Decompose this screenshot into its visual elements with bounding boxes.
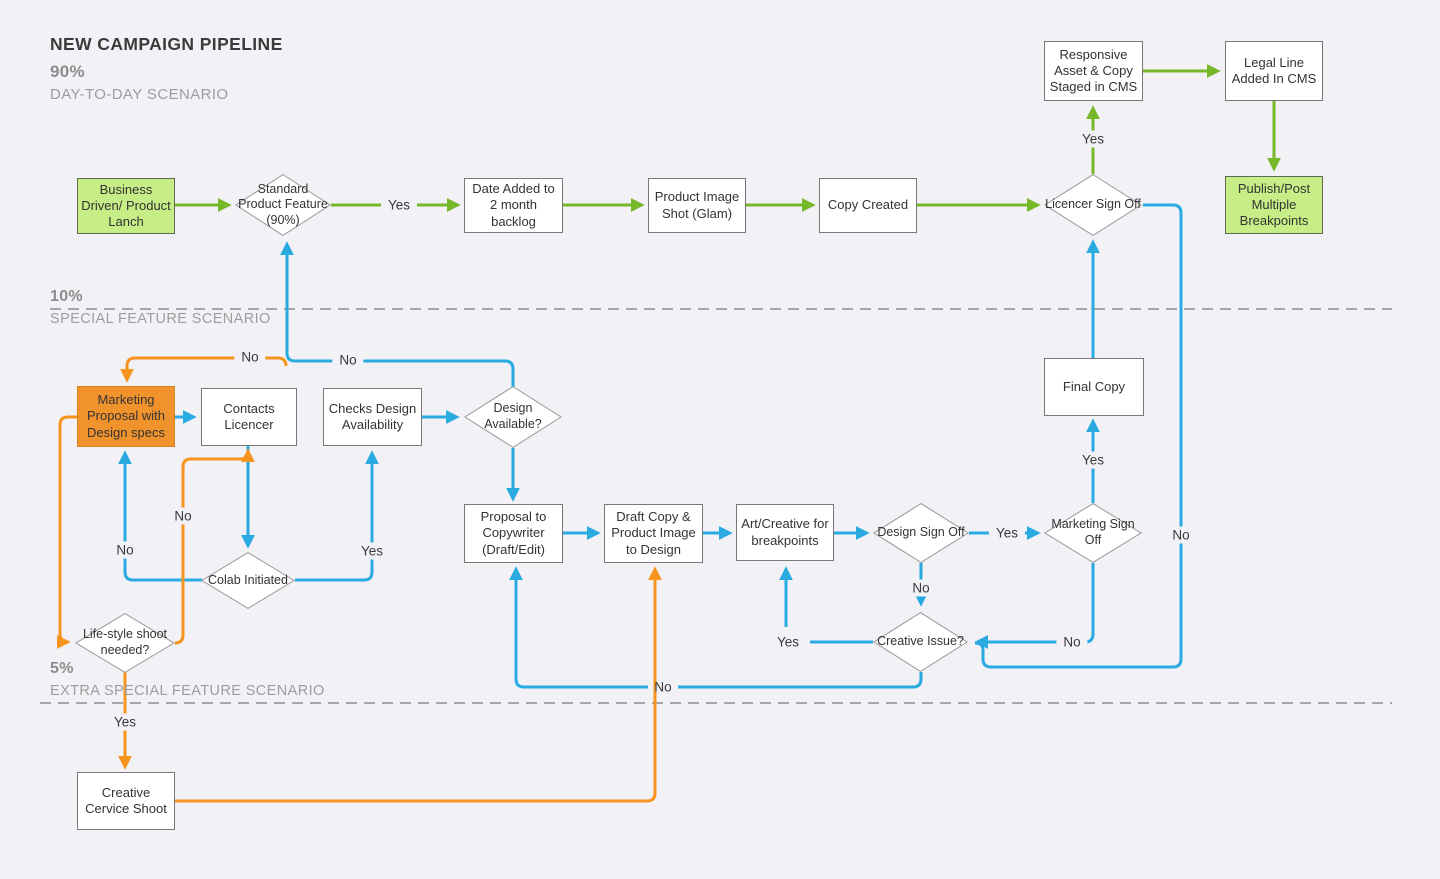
- edge-colab-no-to-marketingproposal: [118, 450, 202, 582]
- node-label: Responsive Asset & Copy Staged in CMS: [1049, 46, 1138, 95]
- edge-label-lifestyle-no: No: [167, 507, 199, 525]
- node-label: Final Copy: [1062, 378, 1126, 394]
- edge-label-marketing-signoff-no: No: [1056, 633, 1088, 651]
- edge-label-standard-yes: Yes: [380, 196, 418, 214]
- node-label: Draft Copy & Product Image to Design: [611, 509, 696, 557]
- diagram-title: NEW CAMPAIGN PIPELINE: [50, 34, 283, 54]
- header: NEW CAMPAIGN PIPELINE 90% DAY-TO-DAY SCE…: [50, 34, 283, 103]
- edge-marketingsignoff-no-to-creativeissue: [974, 563, 1095, 649]
- section-90-name: DAY-TO-DAY SCENARIO: [50, 86, 229, 103]
- diamond-shape: [464, 386, 562, 448]
- node-copy-created: Copy Created: [819, 178, 917, 233]
- edge-creativeissue-no-to-proposalcopywriter: [516, 569, 923, 689]
- section-5: 5% EXTRA SPECIAL FEATURE SCENARIO: [50, 660, 325, 699]
- node-label: Copy Created: [827, 197, 909, 213]
- decision-marketing-sign-off: Marketing Sign Off: [1044, 503, 1142, 563]
- diamond-shape: [873, 503, 969, 563]
- section-10: 10% SPECIAL FEATURE SCENARIO: [50, 288, 271, 327]
- node-label: Proposal to Copywriter (Draft/Edit): [480, 509, 547, 557]
- edge-creativeservice-to-draftcopy: [175, 566, 662, 803]
- diamond-shape: [75, 613, 175, 673]
- node-final-copy: Final Copy: [1044, 358, 1144, 416]
- node-date-added-backlog: Date Added to 2 month backlog: [464, 178, 563, 233]
- node-business-driven-product-launch: Business Driven/ Product Lanch: [77, 178, 175, 234]
- decision-label: Licencer Sign Off: [1045, 197, 1141, 212]
- decision-colab-initiated: Colab Initiated: [201, 552, 295, 609]
- node-label: Date Added to 2 month backlog: [472, 181, 555, 229]
- node-legal-line-cms: Legal Line Added In CMS: [1225, 41, 1323, 101]
- decision-design-sign-off: Design Sign Off: [873, 503, 969, 563]
- node-marketing-proposal: Marketing Proposal with Design specs: [77, 386, 175, 447]
- edge-designavailable-no-to-standard: [280, 241, 515, 387]
- diamond-shape: [1044, 174, 1142, 236]
- section-5-name: EXTRA SPECIAL FEATURE SCENARIO: [50, 683, 325, 699]
- node-label: Publish/Post Multiple Breakpoints: [1237, 180, 1311, 229]
- decision-creative-issue: Creative Issue?: [873, 612, 968, 672]
- diamond-shape: [201, 552, 295, 609]
- diamond-shape: [235, 174, 331, 236]
- edge-label-design-signoff-no: No: [905, 579, 937, 597]
- decision-label: Marketing Sign Off: [1051, 517, 1135, 547]
- decision-lifestyle-shoot-needed: Life-style shoot needed?: [75, 613, 175, 673]
- edge-label-colab-yes: Yes: [353, 542, 391, 560]
- node-proposal-to-copywriter: Proposal to Copywriter (Draft/Edit): [464, 504, 563, 563]
- diamond-shape: [873, 612, 968, 672]
- node-publish-post-breakpoints: Publish/Post Multiple Breakpoints: [1225, 176, 1323, 234]
- edge-creativeissue-yes-to-artcreative: [786, 569, 873, 644]
- node-label: Legal Line Added In CMS: [1231, 54, 1317, 86]
- node-responsive-asset-cms: Responsive Asset & Copy Staged in CMS: [1044, 41, 1143, 101]
- section-90-percent: 90%: [50, 62, 85, 81]
- section-5-percent: 5%: [50, 660, 74, 677]
- decision-label: Standard Product Feature (90%): [238, 181, 328, 227]
- edge-label-marketing-signoff-yes: Yes: [1074, 451, 1112, 469]
- node-label: Business Driven/ Product Lanch: [81, 181, 171, 230]
- node-checks-design-availability: Checks Design Availability: [323, 388, 422, 446]
- decision-label: Colab Initiated: [208, 572, 288, 587]
- decision-licencer-sign-off: Licencer Sign Off: [1044, 174, 1142, 236]
- decision-label: Design Available?: [484, 401, 542, 431]
- edge-label-licencer-no: No: [1165, 526, 1197, 544]
- edge-label-licencer-yes: Yes: [1074, 130, 1112, 148]
- decision-design-available: Design Available?: [464, 386, 562, 448]
- edge-label-design-signoff-yes: Yes: [988, 524, 1026, 542]
- node-label: Art/Creative for breakpoints: [741, 516, 829, 548]
- edge-licencer-no-to-creativeissue: [974, 203, 1183, 669]
- edge-label-lifestyle-yes: Yes: [106, 713, 144, 731]
- node-contacts-licencer: Contacts Licencer: [201, 388, 297, 446]
- decision-label: Design Sign Off: [877, 525, 965, 540]
- edge-marketingproposal-to-lifestyle: [56, 415, 77, 649]
- edge-label-colab-no: No: [109, 541, 141, 559]
- node-label: Contacts Licencer: [223, 400, 275, 432]
- edge-label-creative-issue-yes: Yes: [769, 633, 807, 651]
- edge-standard-no-to-marketingproposal: [120, 356, 288, 383]
- decision-standard-product-feature: Standard Product Feature (90%): [235, 174, 331, 236]
- node-draft-copy-to-design: Draft Copy & Product Image to Design: [604, 504, 703, 563]
- node-label: Checks Design Availability: [328, 400, 417, 432]
- section-10-name: SPECIAL FEATURE SCENARIO: [50, 311, 271, 327]
- diamond-shape: [1044, 503, 1142, 563]
- node-art-creative-breakpoints: Art/Creative for breakpoints: [736, 504, 834, 561]
- node-label: Marketing Proposal with Design specs: [86, 392, 166, 440]
- node-label: Creative Cervice Shoot: [85, 784, 167, 816]
- edge-lifestyle-no-to-contacts: [174, 448, 255, 645]
- edge-label-creative-issue-no: No: [654, 679, 672, 695]
- edge-label-standard-no: No: [234, 348, 266, 366]
- decision-label: Life-style shoot needed?: [82, 627, 168, 657]
- edge-colab-yes-to-checksdesign: [295, 450, 379, 582]
- node-creative-service-shoot: Creative Cervice Shoot: [77, 772, 175, 830]
- decision-label: Creative Issue?: [877, 634, 964, 649]
- node-product-image-shot: Product Image Shot (Glam): [648, 178, 746, 233]
- edge-label-design-available-no: No: [332, 351, 364, 369]
- section-10-percent: 10%: [50, 288, 83, 305]
- node-label: Product Image Shot (Glam): [654, 189, 740, 221]
